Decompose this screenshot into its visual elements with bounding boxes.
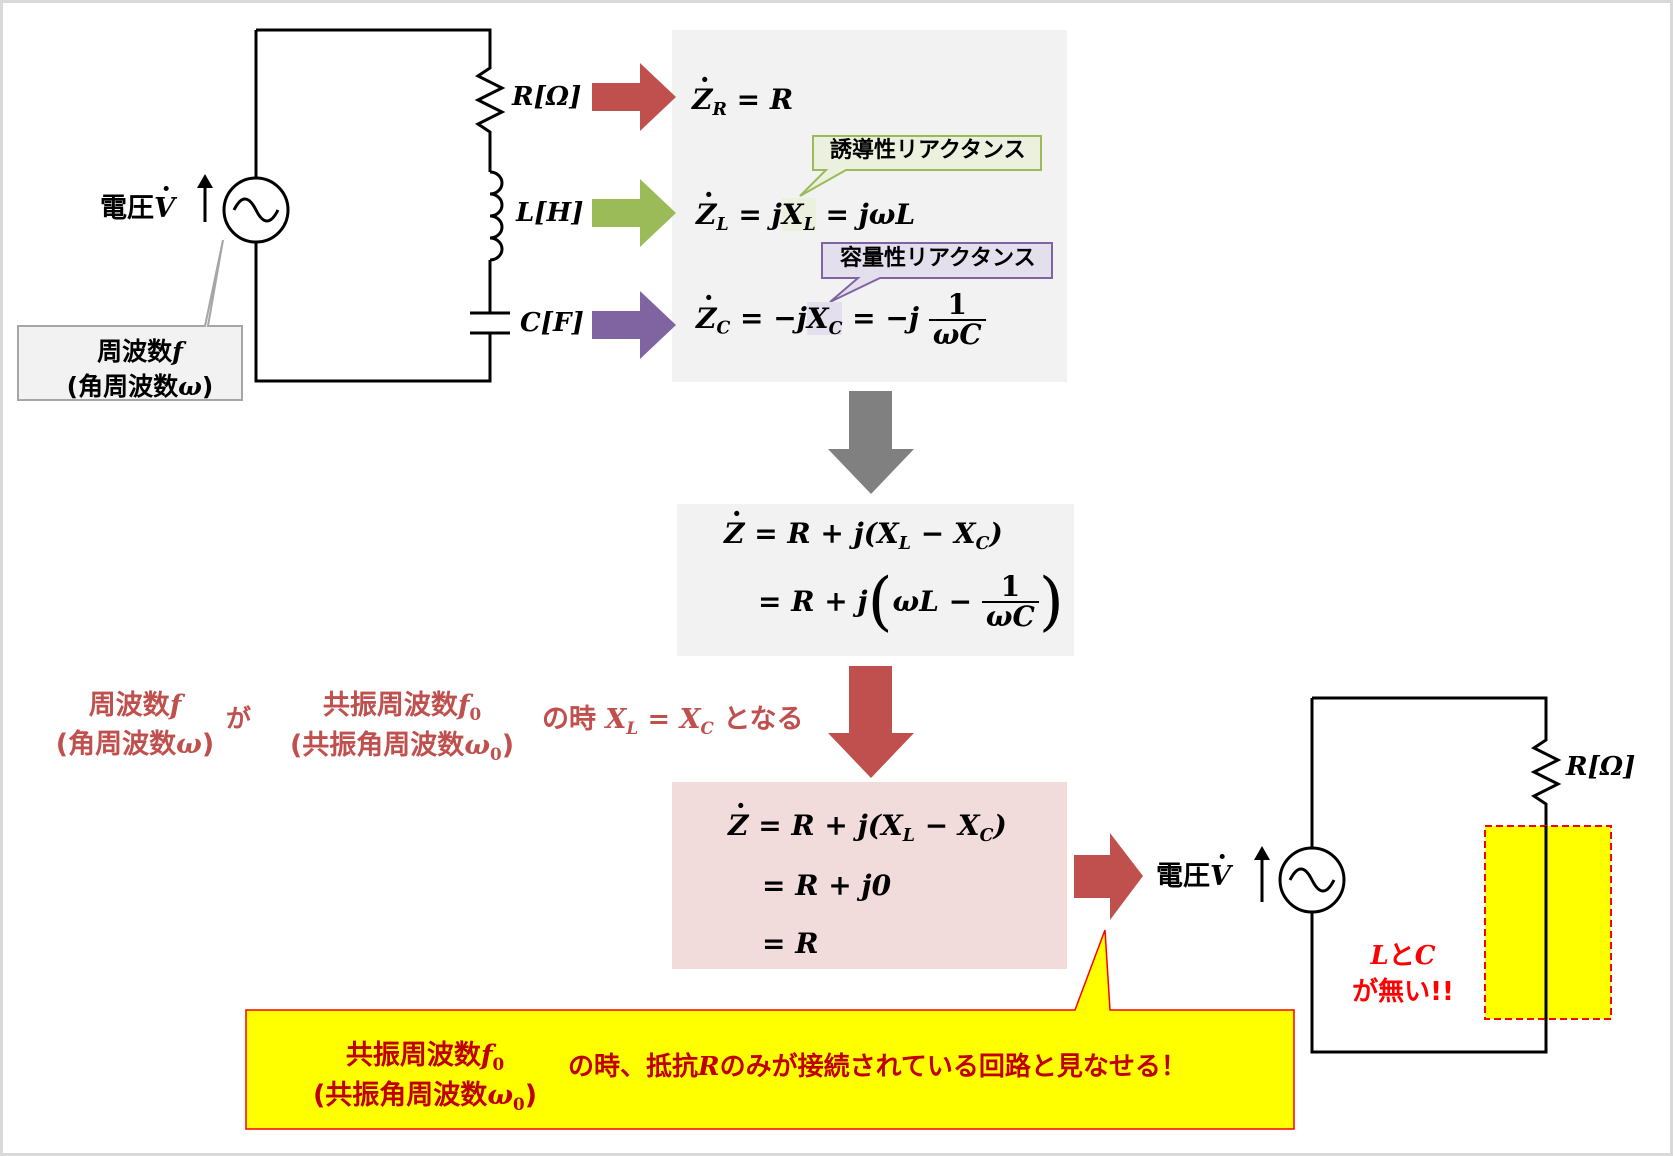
left-voltage-arrow [197, 174, 213, 222]
capacitor-arrow [592, 291, 676, 359]
left-ac-wave [232, 197, 280, 223]
zr-equation: ZR = R [692, 86, 793, 119]
inductive-callout [799, 135, 1042, 197]
left-resistor-label: R[Ω] [512, 82, 582, 112]
note-resonance-text: 共振周波数f0 (共振角周波数ω0) [312, 1040, 538, 1114]
right-ac-wave [1288, 867, 1336, 893]
resonance-frequency-text: 共振周波数f0 (共振角周波数ω0) [289, 690, 515, 764]
frequency-callout-text: 周波数f (角周波数ω) [66, 337, 214, 401]
right-voltage-symbol: V [1210, 861, 1231, 892]
result-line-3: = R [762, 927, 819, 960]
capacitive-reactance-label: 容量性リアクタンス [840, 246, 1036, 271]
zc-equation: ZC = −jXC = −j 1ωC [696, 291, 986, 349]
right-resistor-zigzag [1530, 732, 1562, 812]
note-box [245, 929, 1295, 1130]
capacitive-callout [821, 242, 1053, 303]
result-arrow [1074, 833, 1143, 920]
right-voltage-arrow [1254, 846, 1270, 902]
removed-lc-highlight [1484, 825, 1612, 1020]
right-circuit [1278, 696, 1562, 1054]
impedance-box [672, 30, 1067, 382]
left-voltage-symbol: V [154, 193, 175, 224]
resonance-condition-text: の時 XL = XC となる [542, 704, 804, 738]
left-resistor-zigzag [474, 60, 506, 140]
left-circuit-wire [256, 28, 492, 60]
ga-text: が [226, 704, 252, 733]
left-inductor-label: L[H] [516, 198, 584, 228]
resistor-arrow [592, 63, 676, 131]
frequency-text: 周波数f (角周波数ω) [55, 690, 215, 761]
red-down-arrow [828, 666, 914, 778]
note-main-text: の時、抵抗Rのみが接続されている回路と見なせる！ [568, 1052, 1187, 1082]
left-inductor-coil [489, 170, 504, 262]
right-voltage-label: 電圧V [1156, 863, 1231, 890]
no-lc-text: LとC が無い!! [1352, 941, 1454, 1008]
left-capacitor-label: C[F] [520, 308, 584, 338]
xc-highlight: XC [806, 301, 843, 339]
left-circuit [222, 28, 510, 383]
sum-line-1: Z = R + j(XL − XC) [724, 520, 1003, 553]
inductor-arrow [592, 179, 676, 247]
inductive-reactance-label: 誘導性リアクタンス [830, 138, 1026, 163]
frequency-callout [17, 239, 243, 401]
right-circuit-wire [1312, 696, 1548, 732]
right-resistor-label: R[Ω] [1566, 752, 1636, 782]
left-voltage-label: 電圧V [100, 195, 175, 222]
xl-highlight: XL [781, 198, 816, 236]
gray-down-arrow [828, 391, 914, 494]
result-line-1: Z = R + j(XL − XC) [728, 812, 1007, 845]
zl-equation: ZL = jXL = jωL [696, 198, 915, 236]
result-line-2: = R + j0 [762, 869, 892, 902]
